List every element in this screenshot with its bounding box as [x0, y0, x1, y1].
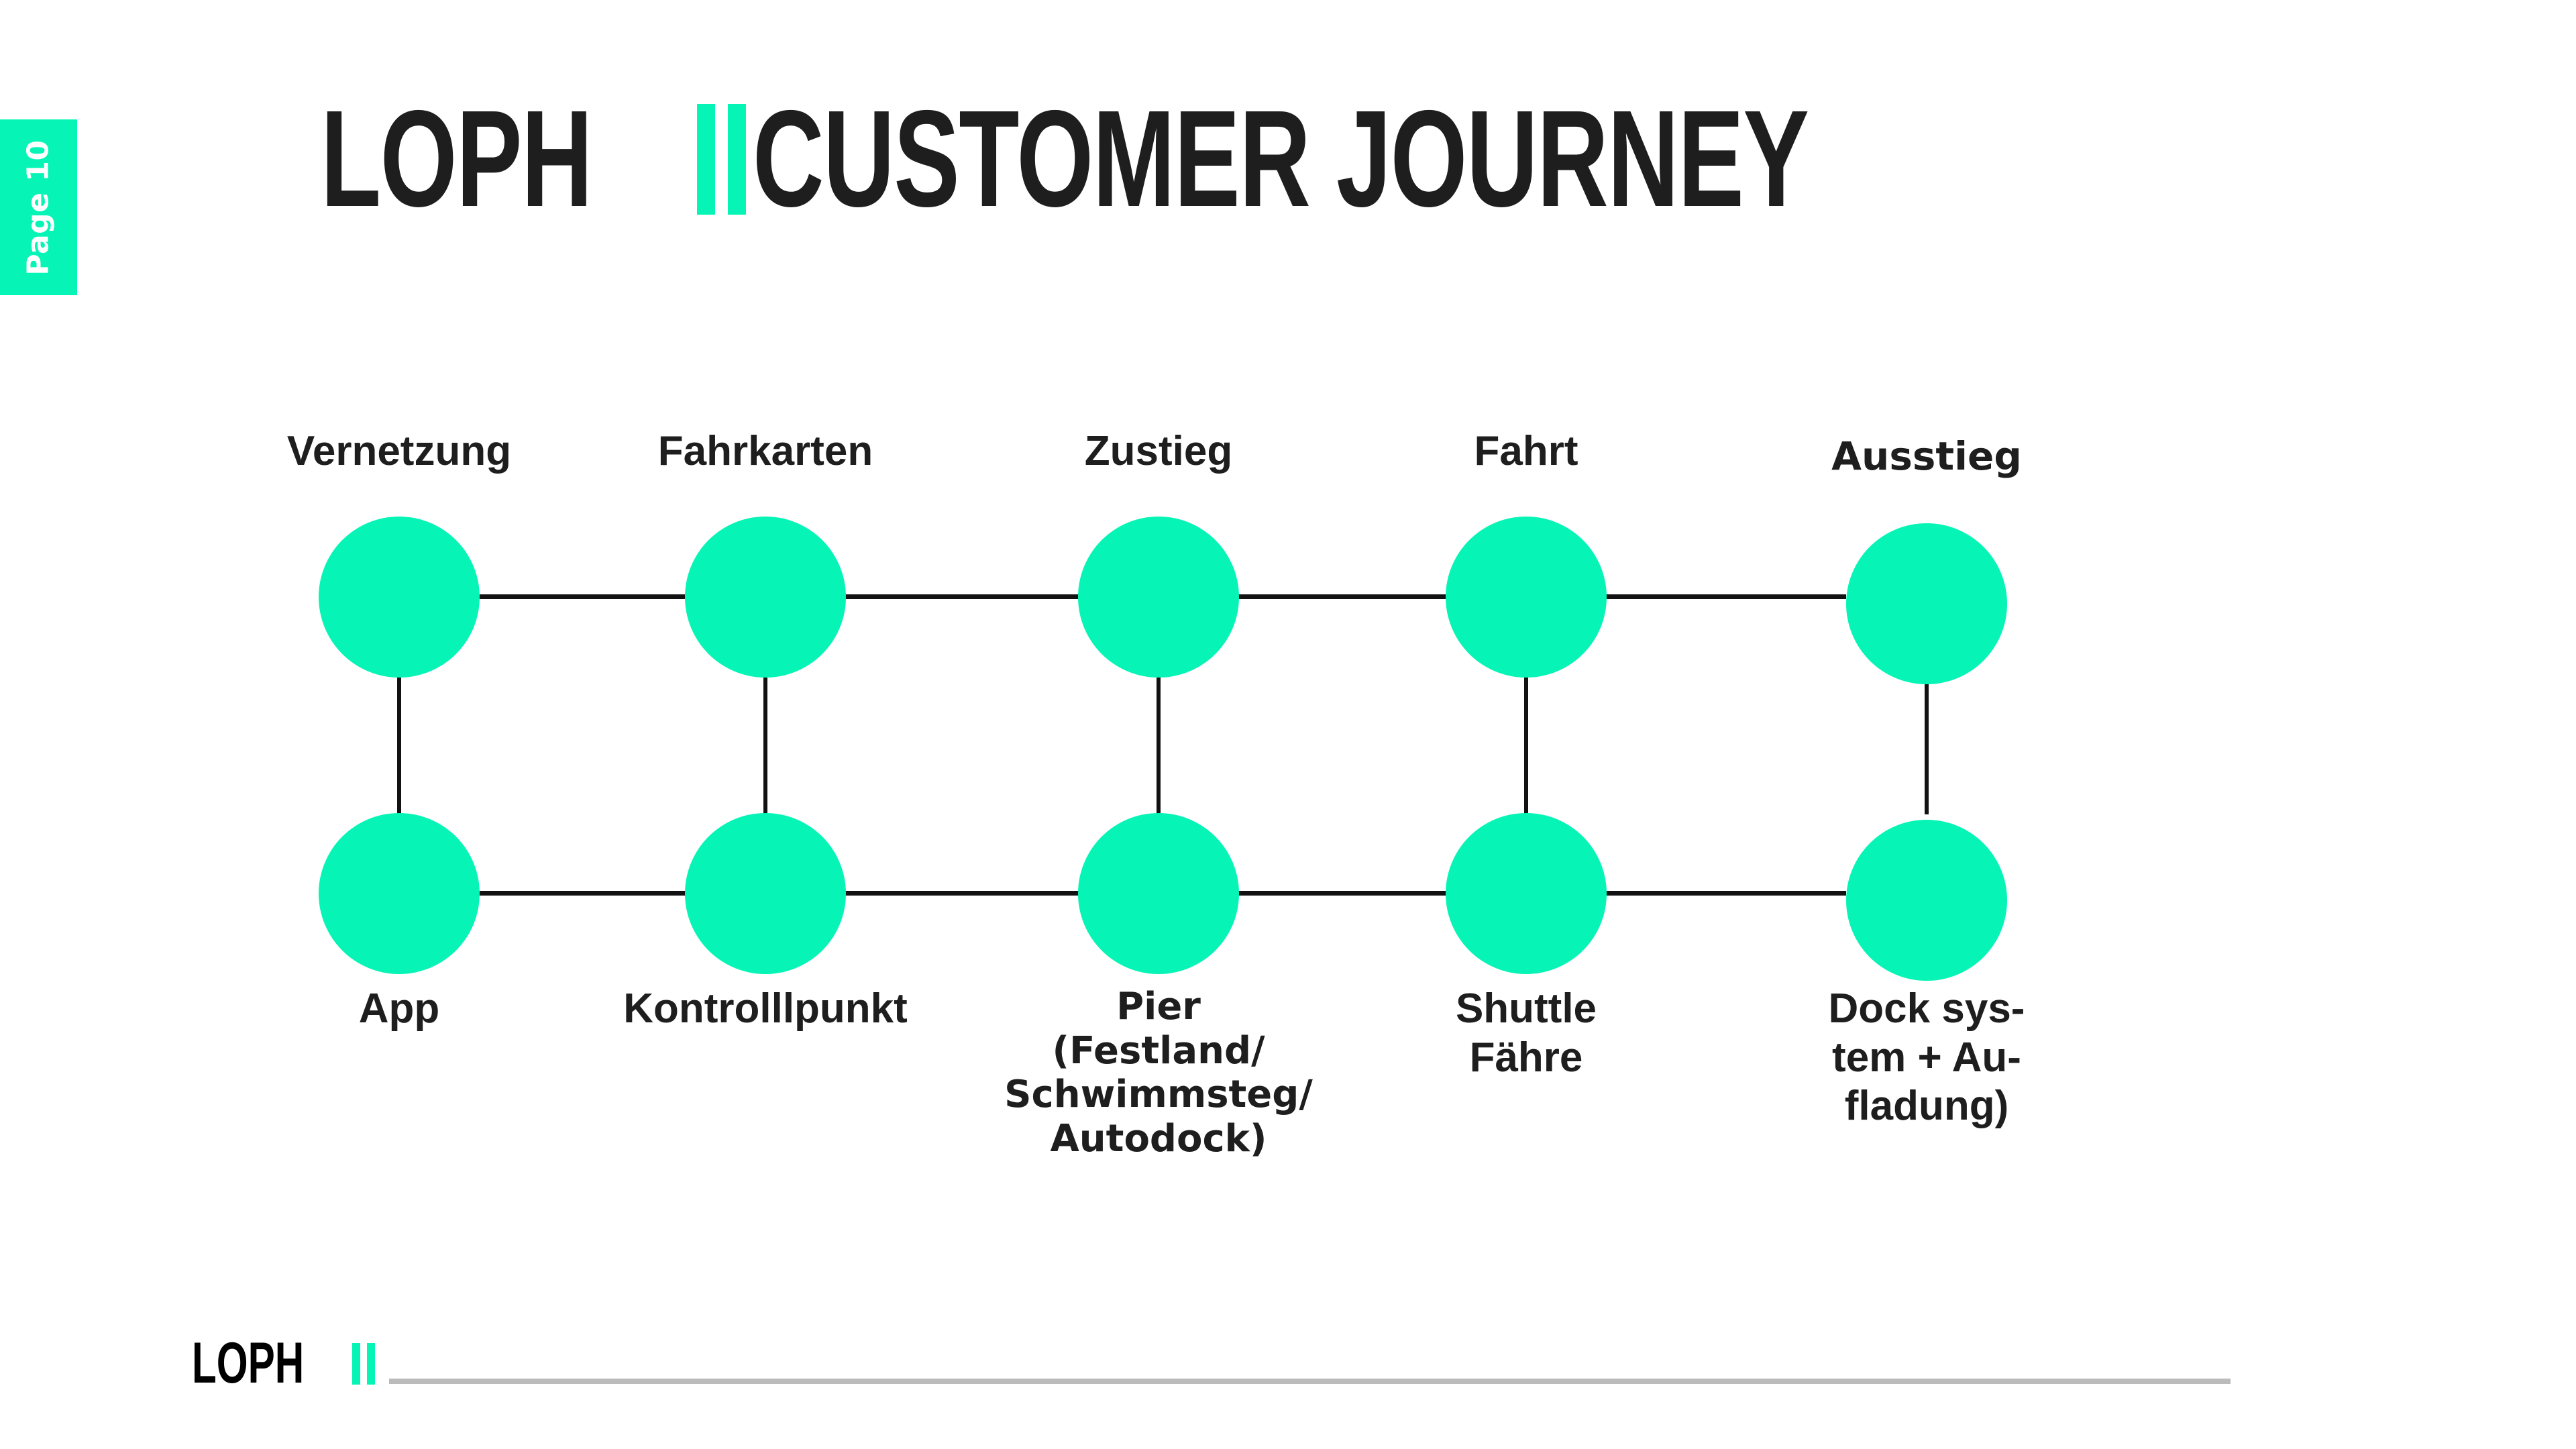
node-top-vernetzung[interactable]	[319, 517, 480, 678]
connector-top-3-4	[1213, 594, 1471, 599]
label-bottom-dock-system: Dock sys- tem + Au- fladung)	[1739, 985, 2114, 1131]
page-title: LOPH CUSTOMER JOURNEY	[321, 89, 2219, 229]
connector-bottom-1-2	[480, 891, 736, 896]
label-bottom-shuttle-faehre: Shuttle Fähre	[1332, 985, 1721, 1082]
label-bottom-pier-line-4: Autodock)	[1050, 1116, 1267, 1161]
page-number-label: Page 10	[21, 139, 56, 276]
connector-top-4-5	[1580, 594, 1846, 599]
label-bottom-shuttle-line-1: Shuttle	[1455, 985, 1597, 1032]
label-bottom-dock-line-1: Dock sys-	[1828, 985, 2025, 1032]
connector-vertical-2	[763, 675, 767, 814]
node-bottom-shuttle-faehre[interactable]	[1446, 813, 1607, 974]
label-top-fahrt: Fahrt	[1311, 428, 1741, 474]
connector-bottom-2-3	[845, 891, 1104, 896]
connector-top-2-3	[845, 594, 1104, 599]
label-top-vernetzung: Vernetzung	[184, 428, 614, 474]
label-bottom-dock-line-2: tem + Au-	[1832, 1034, 2021, 1081]
label-bottom-app-line-1: App	[358, 985, 440, 1032]
label-bottom-pier-line-2: (Festland/	[1052, 1028, 1265, 1073]
page-number-badge: Page 10	[0, 119, 77, 295]
label-top-fahrkarten-text: Fahrkarten	[657, 428, 873, 474]
label-top-vernetzung-text: Vernetzung	[286, 428, 512, 474]
label-bottom-app: App	[211, 985, 587, 1034]
label-bottom-shuttle-line-2: Fähre	[1469, 1034, 1583, 1081]
label-bottom-kontrollpunkt-line-1: Kontrolllpunkt	[623, 985, 908, 1032]
connector-vertical-3	[1157, 675, 1161, 814]
connector-vertical-1	[397, 675, 401, 814]
label-top-fahrt-text: Fahrt	[1474, 428, 1578, 474]
connector-bottom-3-4	[1213, 891, 1471, 896]
label-top-zustieg-text: Zustieg	[1084, 428, 1233, 474]
footer-brand-bars-icon	[352, 1343, 375, 1385]
node-bottom-dock-system[interactable]	[1846, 820, 2007, 981]
connector-vertical-4	[1524, 675, 1528, 814]
footer-divider	[389, 1379, 2231, 1384]
node-bottom-pier[interactable]	[1078, 813, 1239, 974]
label-top-zustieg: Zustieg	[944, 428, 1373, 474]
node-bottom-kontrollpunkt[interactable]	[685, 813, 846, 974]
label-bottom-pier-line-3: Schwimmsteg/	[1004, 1073, 1313, 1117]
connector-bottom-4-5	[1580, 891, 1846, 896]
title-text: CUSTOMER JOURNEY	[753, 81, 1809, 235]
label-bottom-dock-line-3: fladung)	[1844, 1083, 2009, 1130]
node-top-ausstieg[interactable]	[1846, 523, 2007, 684]
footer-logo-text: LOPH	[192, 1331, 305, 1396]
brand-bars-icon	[697, 103, 747, 215]
label-bottom-pier-line-1: Pier	[1116, 985, 1201, 1028]
node-bottom-app[interactable]	[319, 813, 480, 974]
title-brand: LOPH	[321, 81, 593, 235]
label-bottom-pier: Pier (Festland/ Schwimmsteg/ Autodock)	[951, 985, 1366, 1161]
connector-vertical-5	[1925, 675, 1929, 814]
node-top-zustieg[interactable]	[1078, 517, 1239, 678]
label-bottom-kontrollpunkt: Kontrolllpunkt	[537, 985, 994, 1034]
node-top-fahrt[interactable]	[1446, 517, 1607, 678]
node-top-fahrkarten[interactable]	[685, 517, 846, 678]
label-top-ausstieg: Ausstieg	[1712, 435, 2141, 478]
label-top-ausstieg-text: Ausstieg	[1831, 433, 2022, 479]
connector-top-1-2	[480, 594, 736, 599]
label-top-fahrkarten: Fahrkarten	[551, 428, 980, 474]
footer-logo: LOPH	[192, 1331, 375, 1396]
